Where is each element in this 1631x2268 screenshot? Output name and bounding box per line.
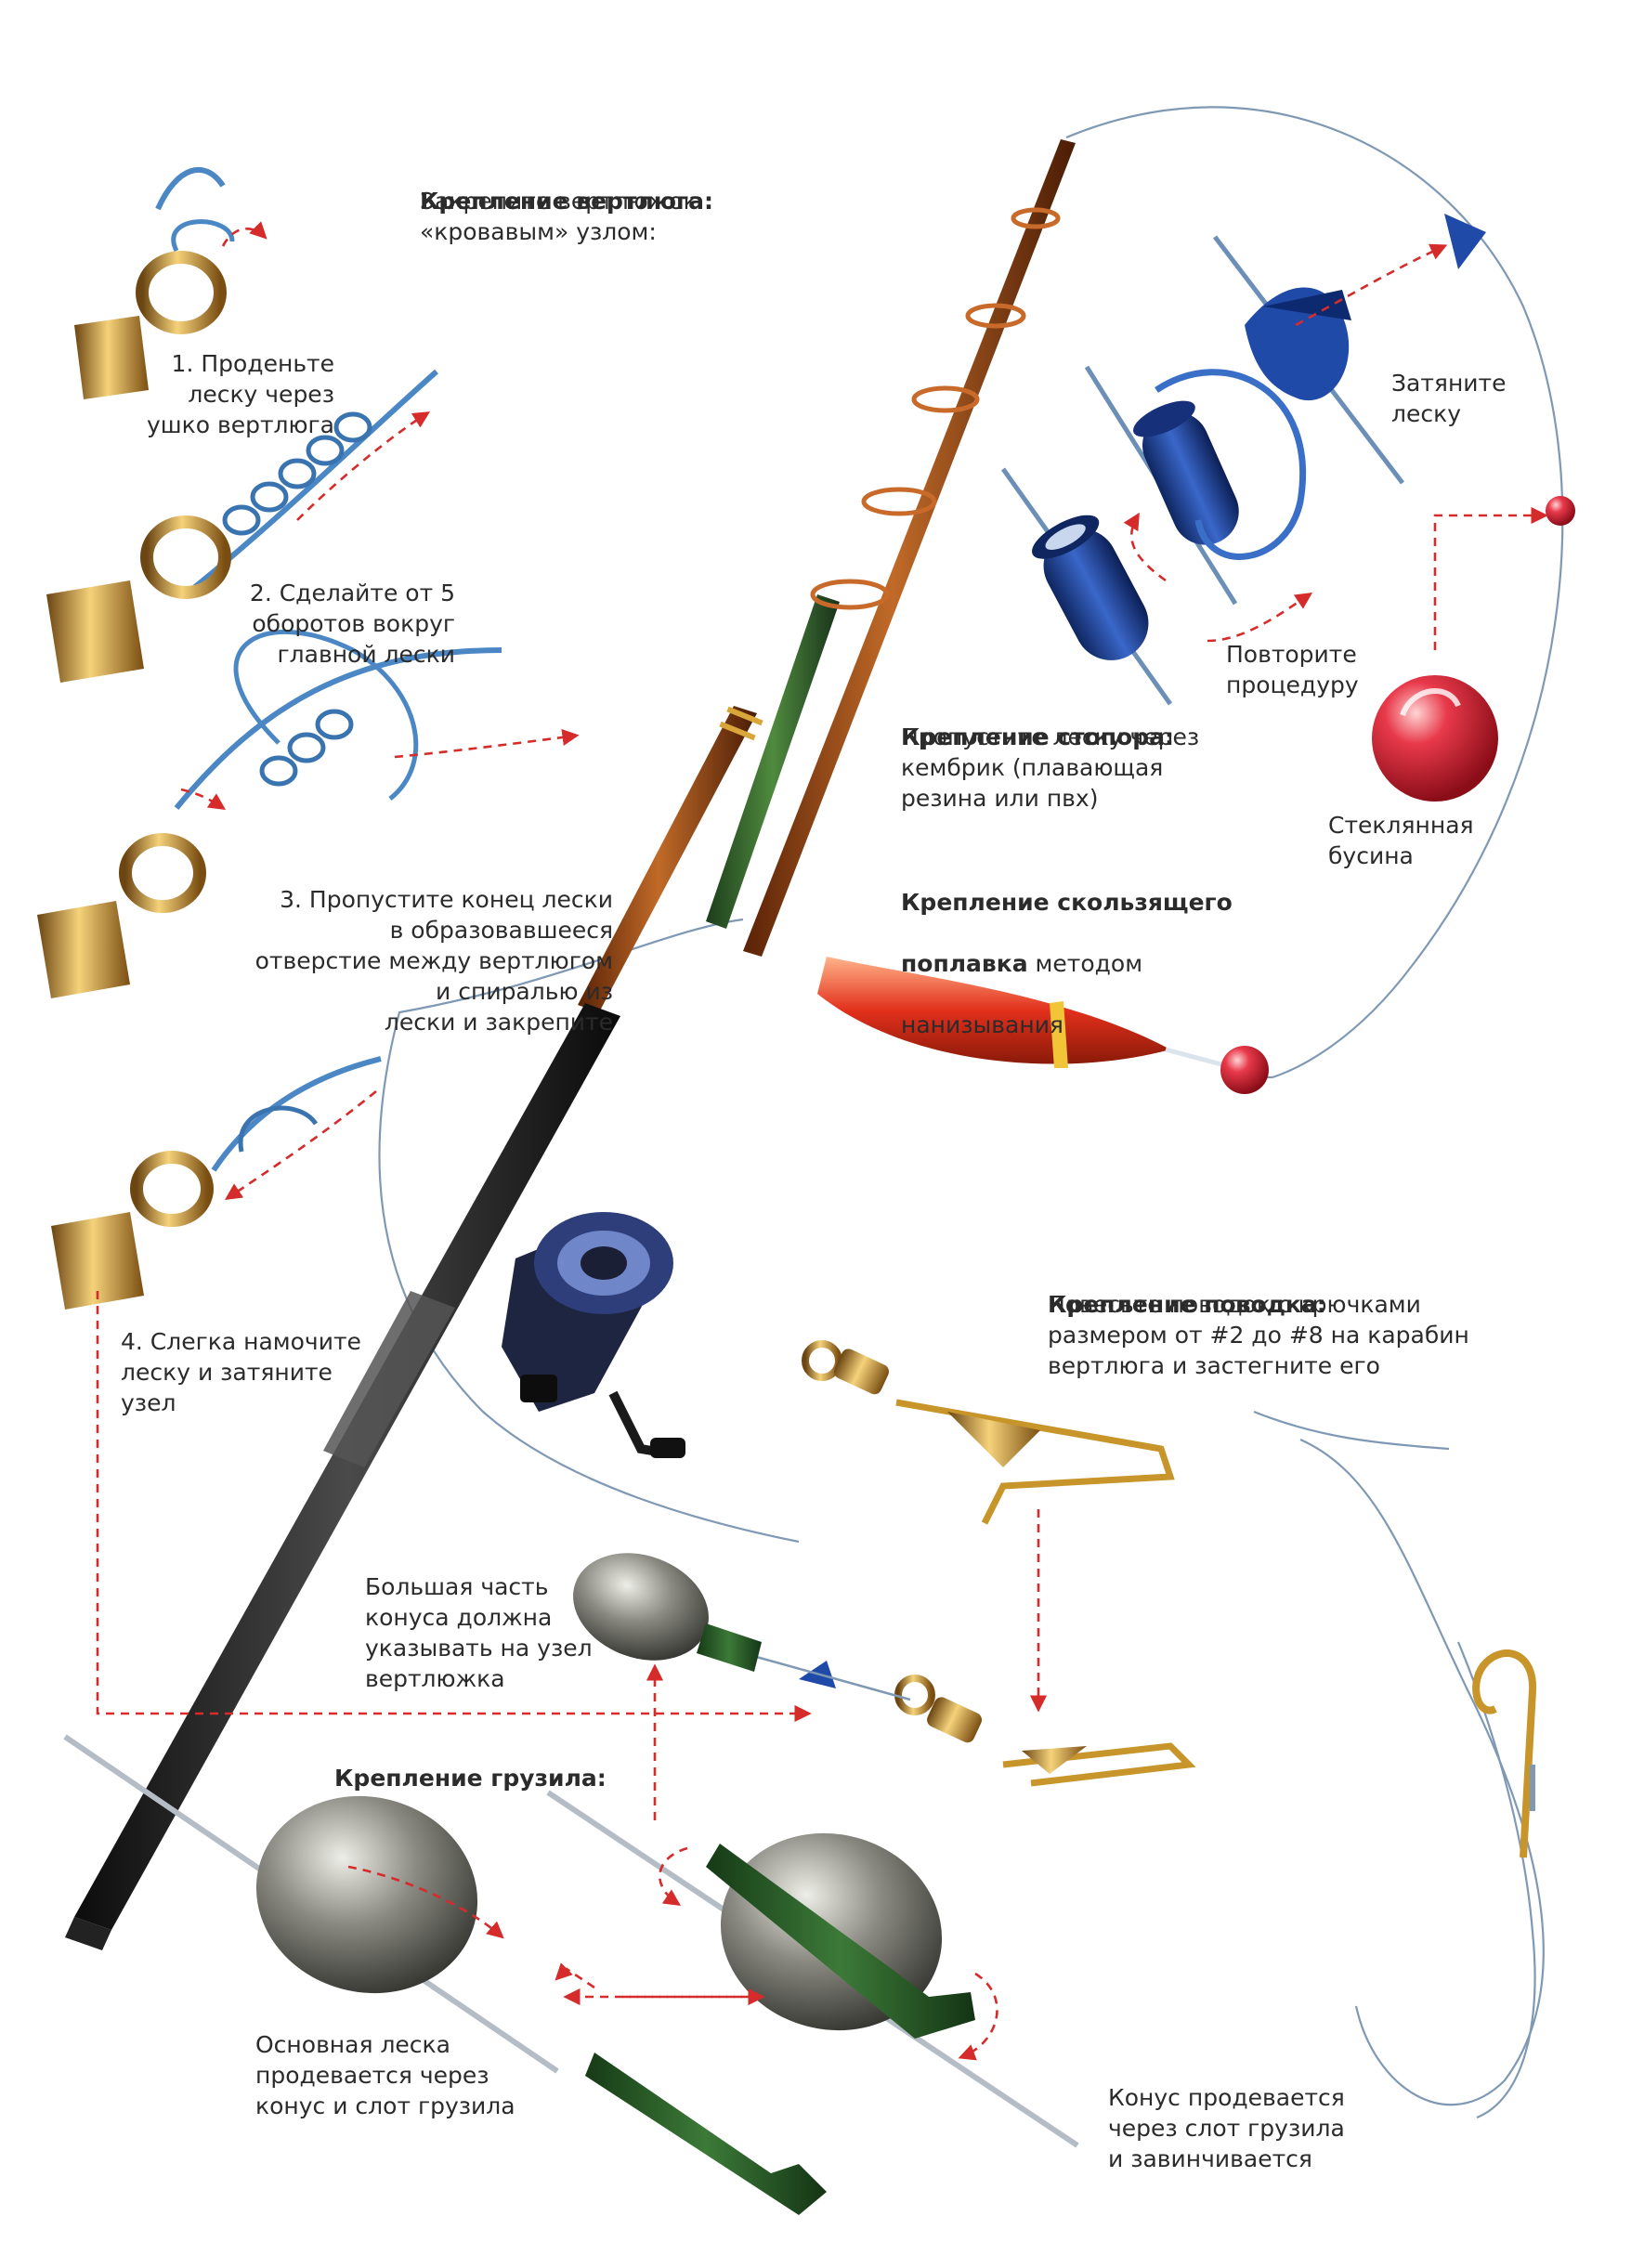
fishing-rod xyxy=(65,139,1076,1950)
rod-guide-rings xyxy=(810,207,1061,610)
stopper-title-text: Крепление стопора: xyxy=(901,723,1174,750)
sinker-title-text: Крепление грузила: xyxy=(334,1765,607,1792)
sinker-title: Крепление грузила: xyxy=(334,1732,607,1793)
swivel-title: Крепление вертлюга: xyxy=(420,155,713,216)
glass-bead-small xyxy=(1546,496,1575,526)
stopper-repeat: Повторите процедуру xyxy=(1226,641,1359,698)
main-fishing-line xyxy=(378,106,1564,2119)
swivel-title-text: Крепление вертлюга: xyxy=(420,188,713,215)
swivel-step-1: 1. Проденьте леску через ушко вертлюга xyxy=(146,350,334,438)
sinker-top xyxy=(573,1553,762,1672)
fishing-hook xyxy=(1472,1649,1537,1858)
sinker-cone-note: Большая часть конуса должна указывать на… xyxy=(365,1573,593,1692)
red-guide-arrows xyxy=(96,221,1548,2061)
leader-title: Крепление поводка: xyxy=(1048,1258,1326,1320)
float-title-line2: поплавка xyxy=(901,950,1028,977)
sinker-main-line: Основная леска продевается через конус и… xyxy=(255,2031,515,2119)
stopper-title: Крепление стопора: xyxy=(901,691,1174,752)
leader-title-text: Крепление поводка: xyxy=(1048,1291,1326,1318)
stopper-assembly xyxy=(1000,214,1575,802)
swivel-step-3: 3. Пропустите конец лески в образовавшее… xyxy=(254,886,613,1036)
leader-text: Повесьте поводок с крючками размером от … xyxy=(1048,1291,1469,1379)
float-title: Крепление скользящего поплавка методом н… xyxy=(901,856,1233,1040)
stopper-pull-line: Затяните леску xyxy=(1391,370,1507,427)
float-text-line3: нанизывания xyxy=(901,1011,1063,1038)
leader-swivels xyxy=(742,1340,1196,1787)
swivel-step-2: 2. Сделайте от 5 оборотов вокруг главной… xyxy=(249,580,455,668)
float-title-line1: Крепление скользящего xyxy=(901,889,1233,916)
sinker-assembly-bottom xyxy=(63,1734,1079,2215)
swivel-step-4: 4. Слегка намочите леску и затяните узел xyxy=(121,1328,361,1416)
swivel-subtitle: Закрепите вертлюжок «кровавым» узлом: xyxy=(420,188,698,245)
sinker-cone-through: Конус продевается через слот грузила и з… xyxy=(1108,2084,1345,2172)
float-text-rest: методом xyxy=(1027,950,1143,977)
sliding-float xyxy=(817,957,1269,1094)
glass-bead-large xyxy=(1372,675,1498,802)
float-stopper-bead xyxy=(1220,1046,1269,1094)
spinning-reel xyxy=(502,1212,685,1458)
stopper-text: Пропустите леску через кембрик (плавающа… xyxy=(901,723,1200,812)
glass-bead-label: Стеклянная бусина xyxy=(1328,812,1474,869)
swivel-knot-steps xyxy=(37,166,502,1310)
